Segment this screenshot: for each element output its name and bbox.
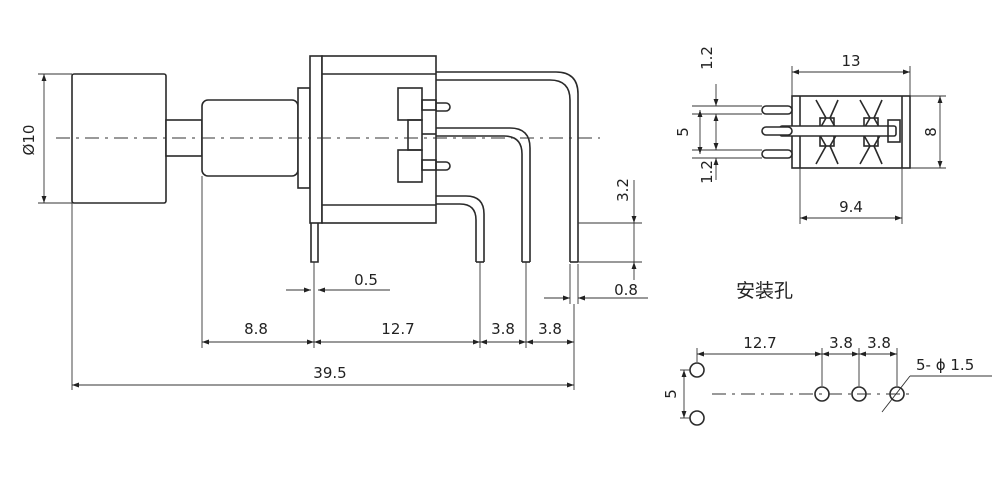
hole-2 bbox=[689, 410, 705, 426]
end-dim-gap-top: 1.2 bbox=[698, 46, 716, 70]
end-dim-gap-bottom: 1.2 bbox=[698, 160, 716, 184]
end-pin-bot bbox=[761, 149, 793, 159]
end-dim-height: 8 bbox=[922, 127, 940, 137]
holes-dim-3-8-b: 3.8 bbox=[867, 334, 891, 352]
holes-spec: 5- ϕ 1.5 bbox=[916, 356, 974, 374]
mounting-plate bbox=[309, 55, 323, 224]
dim-8-8: 8.8 bbox=[244, 320, 268, 338]
switch-body bbox=[321, 55, 437, 224]
terminal-inner bbox=[436, 195, 485, 262]
dim-12-7: 12.7 bbox=[381, 320, 414, 338]
end-dim-inner-width: 9.4 bbox=[839, 198, 863, 216]
dim-overall-length: 39.5 bbox=[313, 364, 346, 382]
end-pin-mid bbox=[761, 126, 793, 136]
dim-3-8-a: 3.8 bbox=[491, 320, 515, 338]
dim-pin-height: 3.2 bbox=[614, 178, 632, 202]
end-dim-width: 13 bbox=[841, 52, 860, 70]
end-dim-pitch: 5 bbox=[674, 127, 692, 137]
knob-cap bbox=[71, 73, 167, 204]
holes-title: 安装孔 bbox=[736, 280, 793, 302]
end-view: 13 8 9.4 1.2 5 1.2 bbox=[674, 46, 946, 224]
dim-diameter: Ø10 bbox=[20, 125, 38, 156]
terminal-outer bbox=[436, 71, 579, 262]
side-view: Ø10 3.2 0.5 0.8 8.8 12.7 3.8 3.8 bbox=[20, 55, 648, 390]
holes-dim-pitch: 5 bbox=[662, 389, 680, 399]
dim-pin-width: 0.5 bbox=[354, 271, 378, 289]
dim-3-8-b: 3.8 bbox=[538, 320, 562, 338]
holes-dim-3-8-a: 3.8 bbox=[829, 334, 853, 352]
dim-pin-thickness: 0.8 bbox=[614, 281, 638, 299]
holes-dim-12-7: 12.7 bbox=[743, 334, 776, 352]
terminal-middle bbox=[436, 127, 531, 262]
mounting-holes: 安装孔 12.7 3.8 3.8 5 5- ϕ 1.5 bbox=[662, 280, 992, 426]
end-pin-top bbox=[761, 105, 793, 115]
hole-1 bbox=[689, 362, 705, 378]
